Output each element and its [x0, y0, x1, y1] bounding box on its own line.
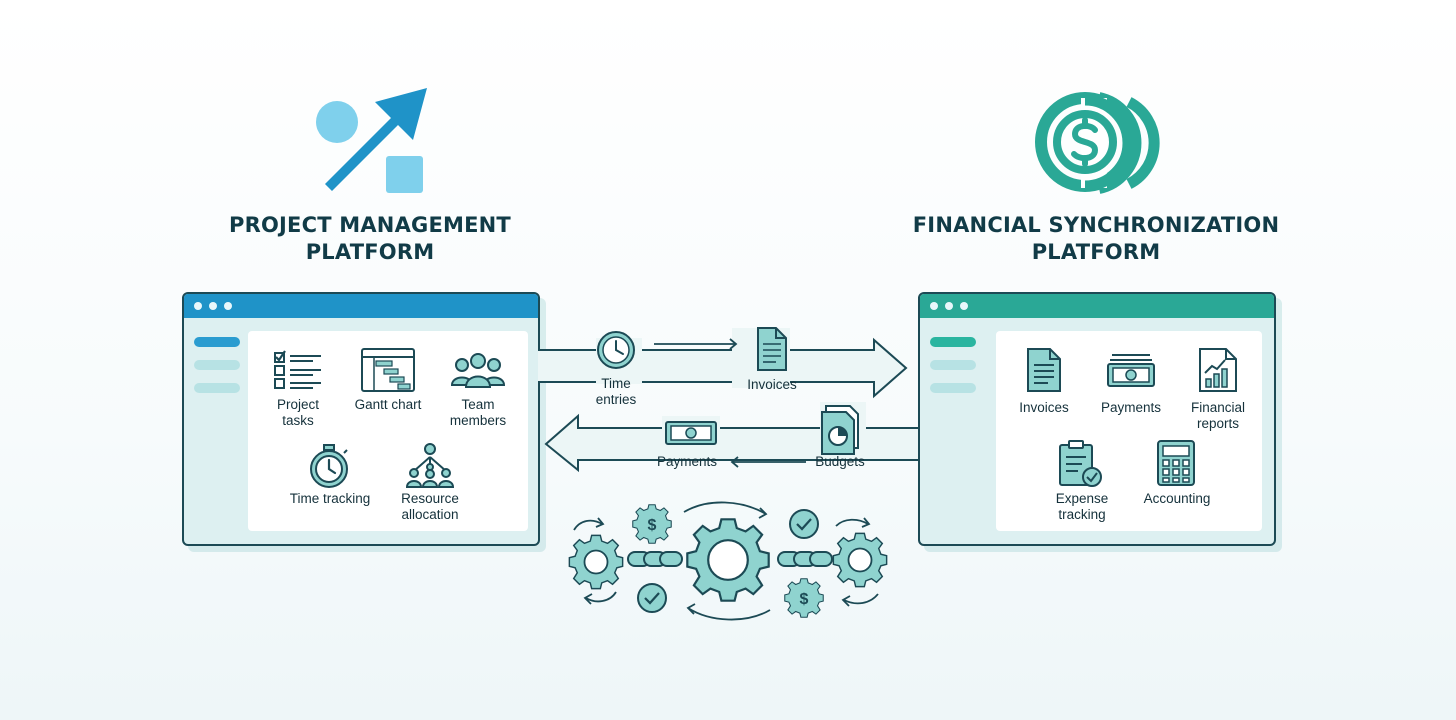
sidebar-item[interactable] [930, 383, 976, 393]
project-platform-window: Project tasks Gantt chart Team m [182, 292, 540, 546]
project-tasks-label: Project tasks [276, 397, 320, 428]
financial-report-icon [1199, 348, 1237, 392]
team-members-icon [450, 353, 506, 388]
sidebar-item-active[interactable] [194, 337, 240, 347]
sidebar-item[interactable] [194, 360, 240, 370]
window-dot [945, 302, 953, 310]
time-entries-label: Time entries [595, 376, 637, 407]
stopwatch-icon [310, 444, 348, 488]
dollar-coin-icon [1035, 92, 1160, 194]
svg-text:$: $ [800, 591, 809, 608]
sidebar-item[interactable] [194, 383, 240, 393]
gantt-chart-icon [361, 348, 415, 392]
gantt-chart-label: Gantt chart [354, 397, 422, 412]
window-title-bar [920, 294, 1274, 318]
accounting-label: Accounting [1143, 491, 1211, 506]
banknote-icon [665, 421, 717, 445]
payments-flow-label: Payments [656, 454, 718, 469]
financial-platform-content: Invoices Payments Financial reports [996, 331, 1262, 531]
financial-reports-label: Financial reports [1190, 400, 1246, 431]
payments-label: Payments [1100, 400, 1162, 415]
sidebar-item[interactable] [930, 360, 976, 370]
project-platform-title: PROJECT MANAGEMENT PLATFORM [229, 213, 511, 264]
budget-document-icon [821, 405, 859, 455]
flow-arrow-to-finance [538, 337, 908, 399]
banknote-icon [1107, 354, 1155, 387]
window-dot [224, 302, 232, 310]
window-dot [960, 302, 968, 310]
window-dot [930, 302, 938, 310]
expense-clipboard-icon [1059, 440, 1102, 487]
clock-icon [597, 331, 635, 369]
calculator-icon [1157, 440, 1195, 486]
window-dot [209, 302, 217, 310]
invoices-flow-label: Invoices [747, 377, 797, 392]
window-dot [194, 302, 202, 310]
expense-tracking-label: Expense tracking [1055, 491, 1109, 522]
financial-platform-title: FINANCIAL SYNCHRONIZATION PLATFORM [912, 213, 1280, 264]
team-members-label: Team members [449, 397, 507, 428]
project-logo-icon [316, 88, 427, 193]
resource-allocation-icon [405, 443, 455, 488]
sidebar-item-active[interactable] [930, 337, 976, 347]
project-platform-content: Project tasks Gantt chart Team m [248, 331, 528, 531]
window-title-bar [184, 294, 538, 318]
resource-allocation-label: Resource allocation [401, 491, 459, 522]
invoices-label: Invoices [1019, 400, 1069, 415]
budgets-flow-label: Budgets [815, 454, 865, 469]
data-flow-arrows [538, 327, 918, 473]
time-tracking-label: Time tracking [289, 491, 371, 506]
sync-gears-chain-icon: $ $ [568, 501, 888, 621]
svg-text:$: $ [648, 517, 657, 534]
invoice-icon [757, 327, 787, 371]
invoice-icon [1027, 348, 1061, 392]
financial-platform-window: Invoices Payments Financial reports [918, 292, 1276, 546]
checklist-icon [274, 350, 321, 389]
